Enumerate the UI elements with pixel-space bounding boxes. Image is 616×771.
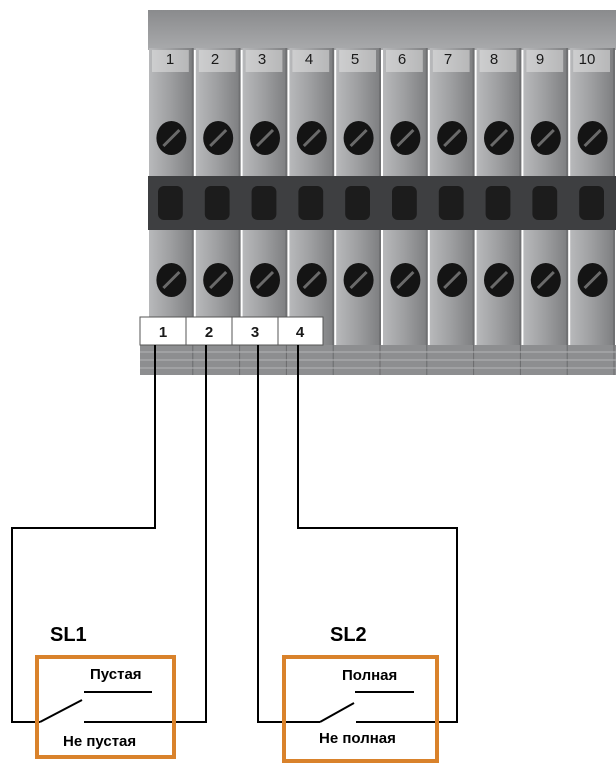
screw-slot	[349, 270, 368, 290]
wire-entry-hole	[392, 186, 417, 220]
wire-entry-hole	[579, 186, 604, 220]
screw-slot	[209, 270, 228, 290]
wire-entry-hole	[204, 186, 230, 220]
top-label-plate	[152, 50, 189, 72]
top-terminal-label-4: 4	[305, 51, 313, 68]
screw-slot	[162, 270, 181, 290]
top-terminal-label-3: 3	[258, 51, 266, 68]
sensor-sl1-bottom-label: Не пустая	[63, 733, 136, 750]
bottom-terminal-label-3: 3	[251, 324, 259, 341]
wire-terminal-4	[297, 345, 458, 723]
wires	[11, 345, 458, 723]
sensor-sl2: SL2 Полная Не полная	[282, 624, 439, 763]
sensor-sl1: SL1 Пустая Не пустая	[35, 624, 176, 759]
screw-slot	[209, 128, 228, 148]
screw-slot	[536, 270, 555, 290]
screw-slot	[396, 128, 415, 148]
wire-terminal-1	[11, 345, 156, 723]
screw-slot	[162, 128, 181, 148]
sensor-sl1-box	[35, 655, 176, 759]
terminal-block: 1 2 3 4 1 2 3 4 5 6 7 8 9 10	[139, 10, 616, 375]
sensor-sl2-top-label: Полная	[342, 667, 397, 684]
top-terminal-label-1: 1	[166, 51, 174, 68]
bottom-terminal-label-1: 1	[159, 324, 167, 341]
screw-slot	[489, 128, 509, 148]
wire-entry-hole	[345, 186, 370, 220]
sensor-sl2-switch-blade	[319, 702, 355, 723]
top-terminal-label-7: 7	[444, 51, 452, 68]
screw-slot	[396, 270, 415, 290]
top-terminal-label-5: 5	[351, 51, 359, 68]
wire-entry-hole	[251, 186, 277, 220]
sensor-sl2-bottom-label: Не полная	[319, 730, 396, 747]
top-label-plate	[573, 50, 610, 72]
top-label-plate	[432, 50, 470, 72]
screw-slot	[489, 270, 509, 290]
screw-slot	[255, 128, 275, 148]
sensor-sl2-name: SL2	[330, 624, 367, 646]
screw-slot	[536, 128, 555, 148]
top-label-plate	[386, 50, 423, 72]
bottom-label-strip: 1 2 3 4	[139, 316, 324, 346]
top-terminal-label-6: 6	[398, 51, 406, 68]
screw-slot	[302, 270, 321, 290]
screw-slot	[583, 128, 602, 148]
sensor-sl2-box	[282, 655, 439, 763]
wire-entry-hole	[438, 186, 464, 220]
top-label-plate	[479, 50, 517, 72]
screw-slot	[302, 128, 321, 148]
sensor-sl1-switch-blade	[39, 699, 83, 723]
top-terminal-label-10: 10	[579, 51, 596, 68]
bottom-terminal-label-4: 4	[296, 324, 305, 341]
top-terminal-label-8: 8	[490, 51, 498, 68]
wire-terminal-2	[84, 345, 207, 723]
screw-slot	[583, 270, 602, 290]
top-label-strip: 1 2 3 4 5 6 7 8 9 10	[166, 51, 596, 68]
screw-slot	[443, 128, 462, 148]
sensor-sl1-top-label: Пустая	[90, 666, 142, 683]
top-label-plate	[339, 50, 376, 72]
top-label-plate	[526, 50, 564, 72]
screw-slot	[349, 128, 368, 148]
wire-terminal-3	[257, 345, 320, 723]
top-label-plate	[198, 50, 236, 72]
wire-entry-hole	[158, 186, 183, 220]
screw-slot	[443, 270, 462, 290]
top-terminal-label-2: 2	[211, 51, 219, 68]
top-terminal-label-9: 9	[536, 51, 544, 68]
wire-entry-hole	[532, 186, 558, 220]
sensor-sl1-name: SL1	[50, 624, 87, 646]
top-label-plate	[292, 50, 330, 72]
screw-slot	[255, 270, 275, 290]
bottom-terminal-label-2: 2	[205, 324, 213, 341]
wire-entry-hole	[485, 186, 511, 220]
wire-entry-hole	[298, 186, 324, 220]
top-label-plate	[245, 50, 283, 72]
